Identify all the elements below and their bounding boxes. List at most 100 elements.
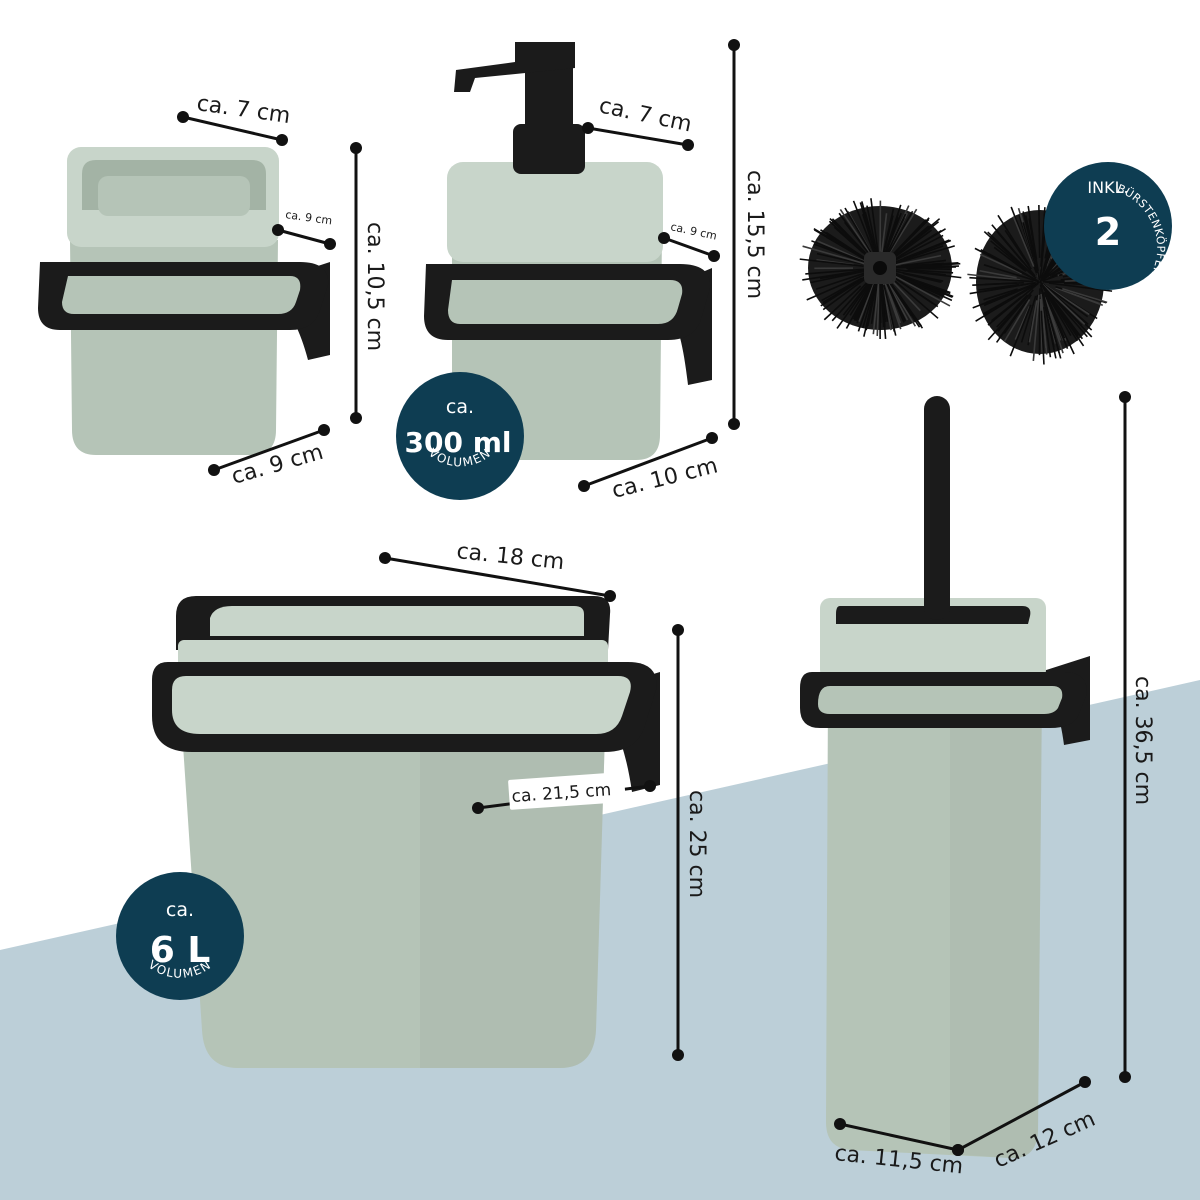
bin-depth-line-end-dot bbox=[644, 780, 656, 792]
bin-volume-badge-circle bbox=[116, 872, 244, 1000]
cup-depth-small-line-start-dot bbox=[272, 224, 284, 236]
brush-handle bbox=[924, 396, 950, 620]
brush-head-front-bristle bbox=[845, 277, 876, 329]
brush-heads-badge: INKL. 2 BÜRSTENKÖPFEN bbox=[1044, 162, 1172, 290]
brush-head-side-bristle bbox=[1038, 204, 1041, 258]
bin-width-line-end-dot bbox=[604, 590, 616, 602]
brush-height-line-start-dot bbox=[1119, 391, 1131, 403]
brush-head-front-bristle bbox=[879, 276, 887, 340]
brush-head-side-bristle bbox=[991, 296, 1023, 322]
dispenser-width-bottom-line-stroke bbox=[583, 436, 713, 488]
bin-volume-badge: ca. 6 L VOLUMEN bbox=[116, 872, 244, 1000]
brush-head-front-bristle bbox=[881, 208, 895, 257]
brush-head-front-bristle bbox=[882, 288, 892, 331]
brush-head-side-bristle bbox=[1041, 283, 1086, 325]
brush-head-front-bristle bbox=[893, 225, 930, 257]
spare-brush-heads bbox=[799, 198, 1113, 365]
dispenser-top bbox=[447, 162, 663, 262]
cup-depth-small-label: ca. 9 cm bbox=[285, 208, 333, 227]
dispenser-height-line-start-dot bbox=[728, 39, 740, 51]
dispenser-width-bottom-line-start-dot bbox=[578, 480, 590, 492]
cup-depth-small-line-stroke bbox=[277, 228, 331, 246]
brush-head-side-bristle bbox=[1039, 281, 1088, 338]
brush-head-side-bristle bbox=[969, 276, 1034, 283]
dispenser-pump-collar bbox=[513, 124, 585, 174]
cup-height-line-start-dot bbox=[350, 142, 362, 154]
cup-width-line bbox=[177, 111, 288, 146]
brush-head-side-bristle bbox=[1027, 205, 1038, 260]
brush-head-front-bristle bbox=[802, 245, 867, 265]
bin-height-line bbox=[672, 624, 684, 1061]
brush-head-front-bristle bbox=[891, 229, 933, 261]
bin-body-shade bbox=[420, 700, 606, 1068]
brush-head-side-bristle bbox=[997, 289, 1034, 332]
bin-ring-gap bbox=[172, 676, 631, 734]
brush-head-front-bristle bbox=[902, 269, 962, 279]
brush-head-side-bristle bbox=[983, 288, 1018, 301]
cup-width-line-start-dot bbox=[177, 111, 189, 123]
brush-head-front-bristle bbox=[886, 282, 907, 322]
bin-height-line-start-dot bbox=[672, 624, 684, 636]
brush-head-front-bristle bbox=[821, 277, 863, 302]
brush-head-side-bristle bbox=[979, 253, 1023, 275]
dispenser-pump-nozzle bbox=[454, 42, 575, 92]
brush-head-front-bristle bbox=[886, 213, 907, 253]
brush-head-side-bristle bbox=[979, 269, 1017, 279]
dispenser-pump-stem bbox=[525, 58, 573, 128]
dispenser-depth-small-label: ca. 9 cm bbox=[669, 220, 718, 242]
brush-head-front-bristle bbox=[898, 229, 942, 258]
toilet-brush bbox=[800, 396, 1090, 1159]
brush-head-side-bristle bbox=[1032, 294, 1040, 362]
brush-head-side-bristle bbox=[1062, 288, 1108, 304]
brush-head-front-bristle bbox=[806, 270, 874, 301]
brush-head-side-bristle bbox=[969, 283, 1028, 295]
brush-head-side-bristle bbox=[1040, 310, 1045, 365]
brush-head-side-bristle bbox=[995, 302, 1026, 343]
brush-head-front-bristle bbox=[839, 209, 871, 254]
brush-head-front-bristle bbox=[858, 279, 877, 322]
brush-head-front-bristle bbox=[900, 259, 946, 267]
brush-heads-badge-circle bbox=[1044, 162, 1172, 290]
dispenser-width-line-stroke bbox=[587, 126, 689, 147]
brush-head-front-bristle bbox=[861, 213, 875, 249]
brush-depth-line-end-dot bbox=[1079, 1076, 1091, 1088]
dispenser-height-line bbox=[728, 39, 740, 430]
brush-head-side-bristle bbox=[1045, 301, 1064, 354]
brush-head-front-bristle bbox=[888, 264, 942, 269]
bin-volume-badge-value: 6 L bbox=[150, 930, 211, 971]
brush-head-front-bristle bbox=[887, 282, 909, 321]
brush-head-front-bristle bbox=[867, 284, 878, 327]
brush-head-side-bristle bbox=[967, 273, 1021, 281]
brush-heads-badge-value: 2 bbox=[1095, 210, 1121, 254]
brush-head-front-bristle bbox=[828, 220, 872, 260]
brush-head-front-bristle bbox=[889, 245, 955, 266]
brush-depth-line bbox=[952, 1076, 1091, 1156]
bin-depth-line-start-dot bbox=[472, 802, 484, 814]
brush-height-label: ca. 36,5 cm bbox=[1130, 676, 1155, 805]
brush-head-front-bristle bbox=[805, 268, 866, 275]
cup-height-line bbox=[350, 142, 362, 424]
dispenser-width-line-start-dot bbox=[582, 122, 594, 134]
brush-head-front-bristle bbox=[815, 270, 871, 290]
brush-head-front-bristle bbox=[852, 200, 878, 261]
brush-holder-shade bbox=[950, 690, 1042, 1159]
brush-head-front-bristle bbox=[900, 243, 941, 261]
cup-ring-gap bbox=[62, 276, 301, 314]
brush-head-front-bristle bbox=[883, 284, 897, 336]
dispenser-height-line-end-dot bbox=[728, 418, 740, 430]
dispenser-depth-small-line bbox=[658, 232, 720, 262]
brush-head-side-bristle bbox=[1012, 216, 1035, 267]
dispenser-ring-gap bbox=[448, 280, 683, 324]
bin-body bbox=[180, 700, 606, 1068]
brush-head-front-bristle bbox=[872, 281, 880, 335]
brush-head-front-bristle bbox=[870, 276, 880, 324]
brush-head-side-bristle bbox=[997, 214, 1030, 266]
brush-head-front-bristle bbox=[896, 217, 930, 252]
brush-head-side-bristle bbox=[1022, 211, 1035, 258]
cup-width-line-stroke bbox=[182, 115, 283, 142]
brush-depth-line-stroke bbox=[957, 1080, 1086, 1152]
brush-head-side-bristle bbox=[990, 240, 1028, 272]
brush-heads-badge-top: INKL. bbox=[1087, 178, 1128, 197]
cup-opening-inner bbox=[98, 176, 250, 216]
